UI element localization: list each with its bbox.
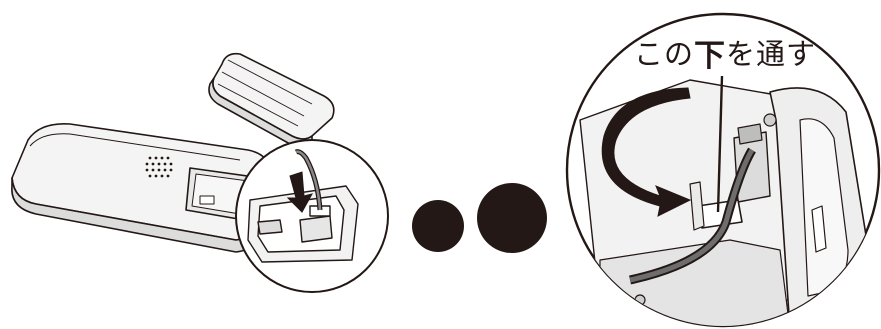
callout-text-emphasis: 下 [694, 30, 726, 75]
callout-label: この下を通す [620, 30, 830, 74]
battery-pack [209, 54, 334, 147]
callout-text-part1: この [634, 31, 694, 73]
callout-text-part2: を通す [726, 31, 816, 73]
zoom-circle-small [236, 140, 388, 292]
connector-dot-small [412, 200, 464, 252]
connector-dot-large [477, 183, 547, 253]
handset [12, 124, 270, 252]
